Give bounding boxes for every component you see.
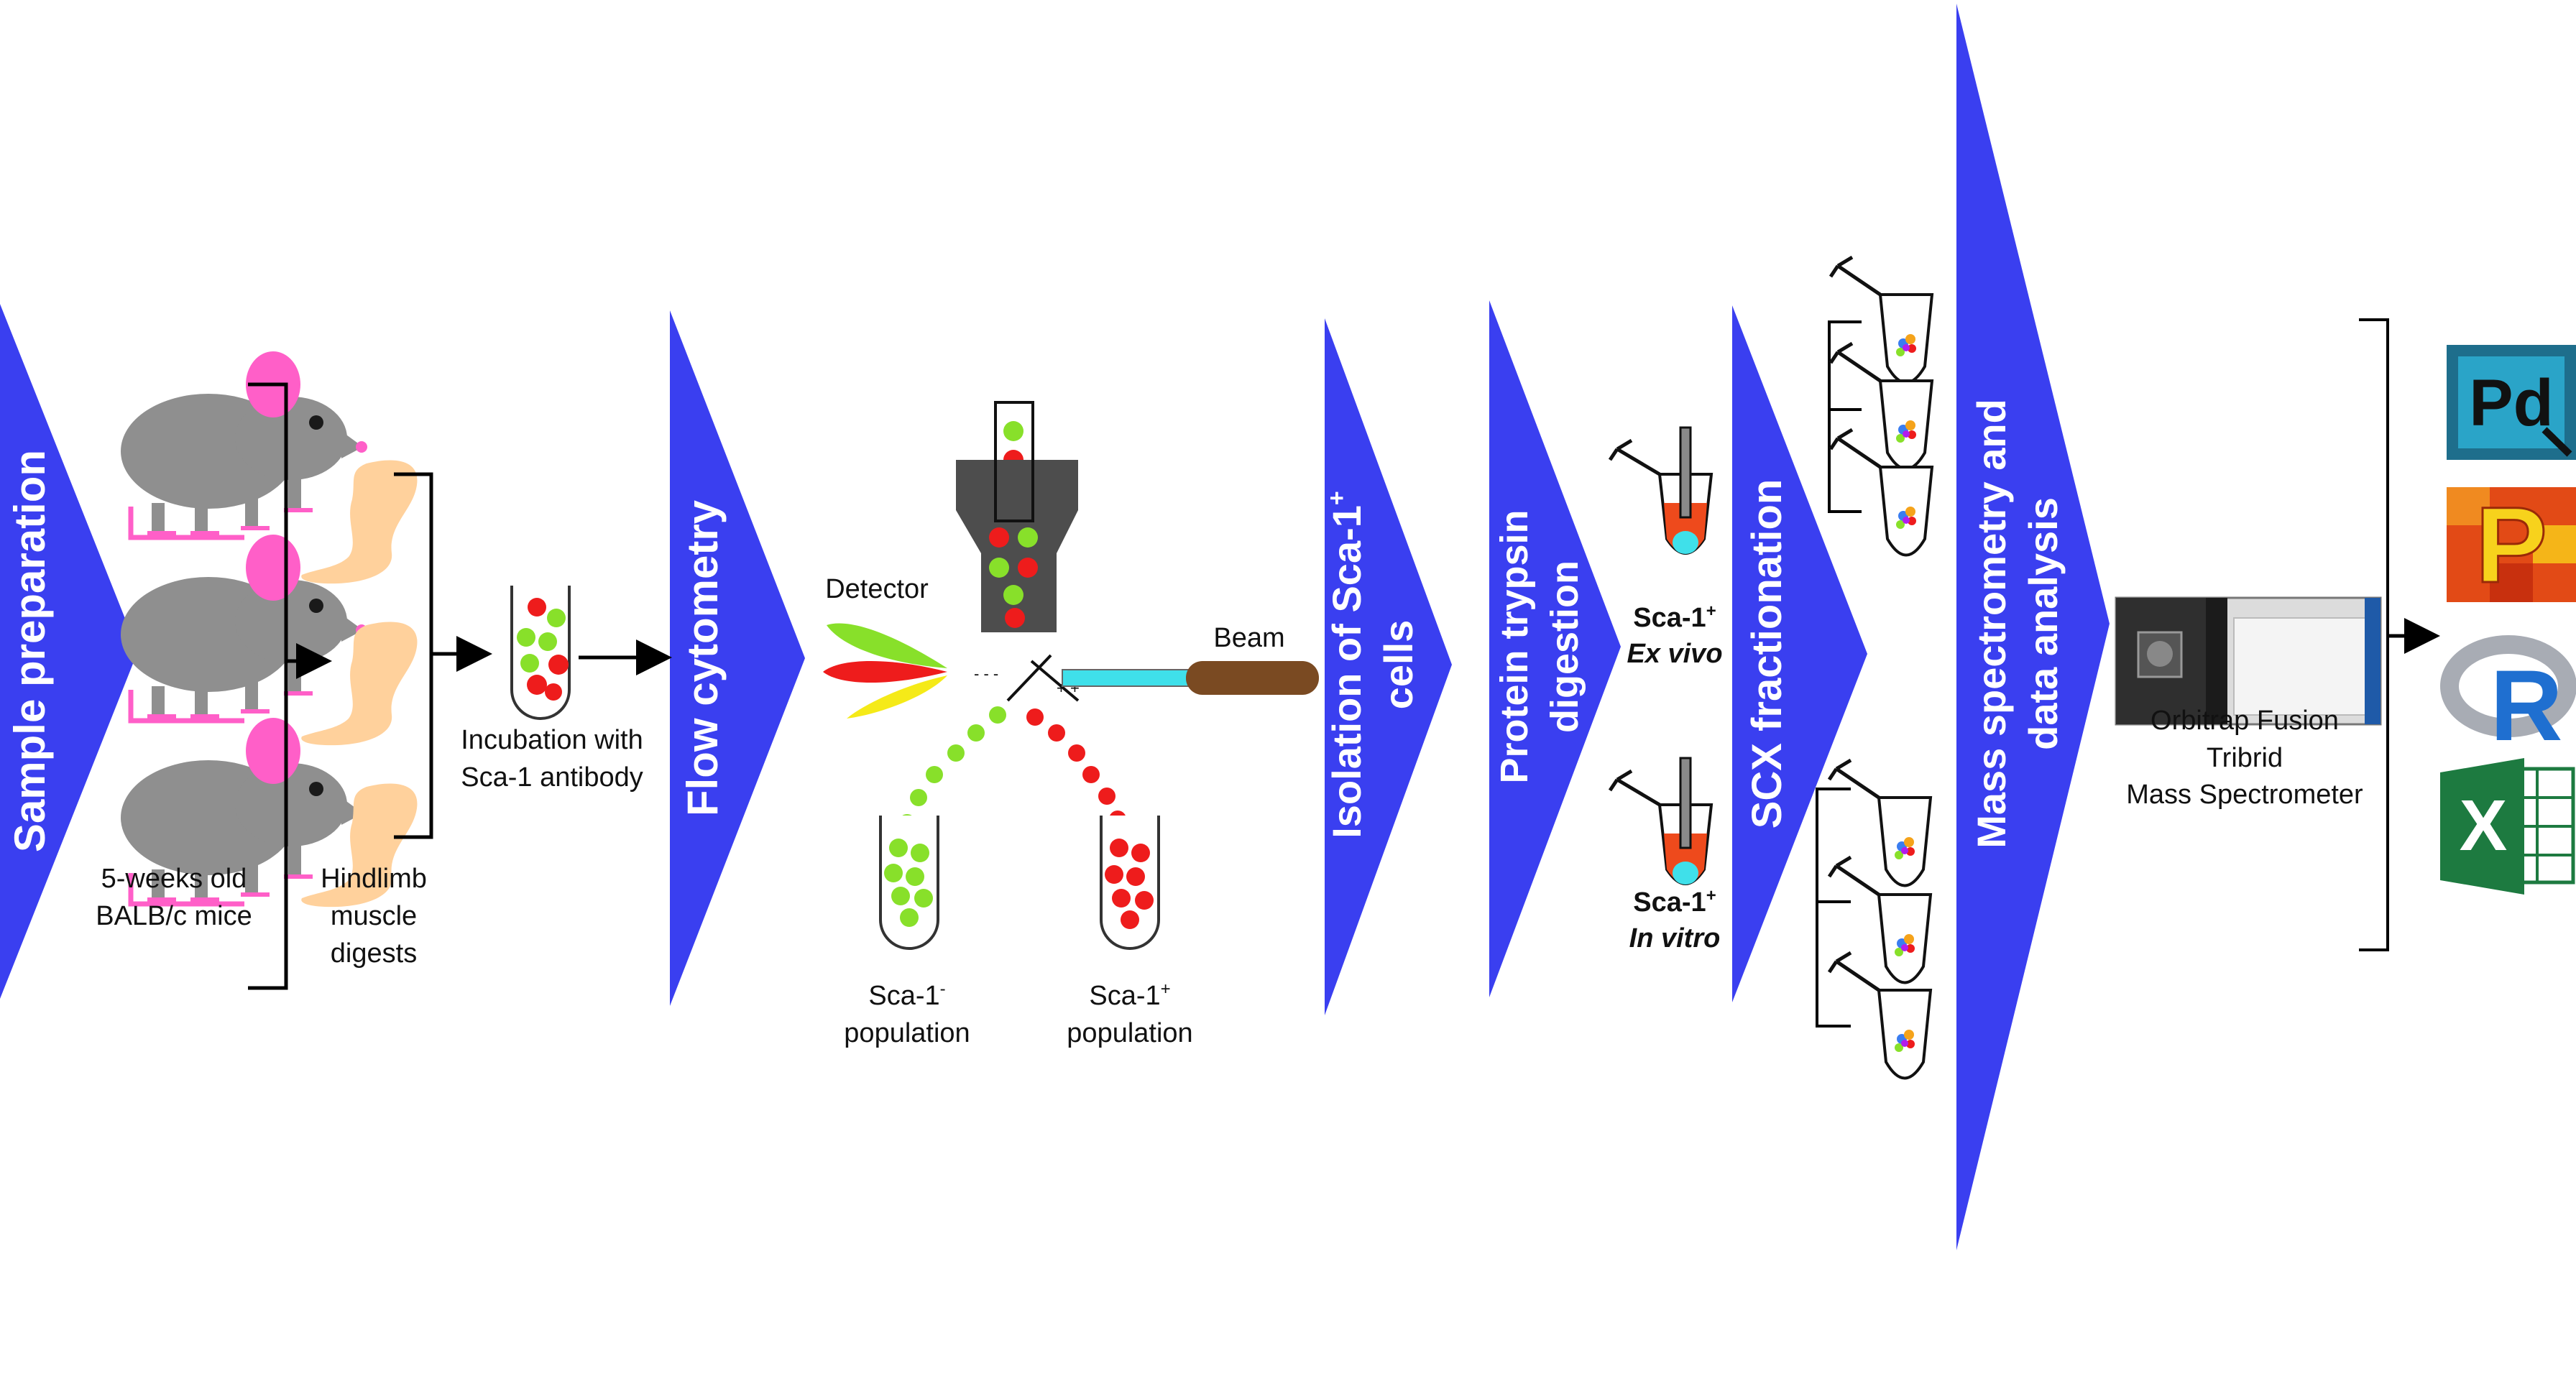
stage-flow-cytometry: Flow cytometry: [670, 310, 805, 1006]
positive-collection-tube: [1100, 814, 1160, 950]
incubation-label: Incubation with: [461, 725, 643, 755]
scx-fractions-top: [1828, 257, 1932, 555]
svg-text:- - -: - - -: [974, 665, 998, 683]
svg-text:Pd: Pd: [2469, 366, 2554, 440]
scx-fractions-bottom: [1816, 760, 1931, 1079]
exvivo-digestion-tube: [1608, 426, 1714, 555]
stage-isolation: Isolation of Sca-1+ cells: [1323, 318, 1452, 1015]
positive-population-label: Sca-1+: [1089, 979, 1170, 1011]
mass-spectrometer-icon: [2115, 596, 2382, 726]
stage-label: SCX fractionation: [1744, 479, 1790, 829]
positive-droplets: [1026, 708, 1126, 828]
muscle-label: Hindlimb: [321, 864, 427, 894]
beam-source: [1186, 661, 1319, 695]
laser-beam: [1062, 669, 1191, 687]
nozzle-body: [956, 460, 1078, 632]
muscle-label: muscle: [331, 901, 417, 931]
muscle-label: digests: [331, 938, 417, 969]
negative-collection-tube: [879, 814, 939, 950]
fraction-tube-icon: [1831, 257, 1932, 383]
mice-label: BALB/c mice: [96, 901, 252, 931]
instrument-label: Orbitrap Fusion: [2150, 706, 2339, 736]
excel-icon: X: [2440, 758, 2575, 895]
deflector-plate: [1006, 654, 1052, 702]
instrument-label: Tribrid: [2207, 743, 2283, 773]
stage-label: Sample preparation: [6, 450, 54, 852]
detector-icon: [823, 623, 947, 719]
detector-label: Detector: [825, 574, 929, 604]
mice-group: [121, 351, 367, 904]
instrument-label: Mass Spectrometer: [2126, 780, 2363, 810]
mice-label: 5-weeks old: [101, 864, 247, 894]
stage-label: Isolation of Sca-1+: [1323, 491, 1369, 839]
stage-label: data analysis: [2020, 497, 2066, 750]
invitro-title: Sca-1+: [1633, 886, 1716, 918]
stage-mass-spectrometry: Mass spectrometry and data analysis: [1956, 4, 2110, 1250]
flow-cytometer: - - - + +: [823, 401, 1319, 950]
mouse-icon: [121, 351, 367, 537]
deflector-plate: [1030, 660, 1080, 702]
invitro-digestion-tube: [1608, 757, 1714, 885]
perseus-icon: P: [2447, 484, 2576, 606]
svg-text:R: R: [2490, 649, 2562, 762]
stage-scx-fractionation: SCX fractionation: [1732, 305, 1867, 1002]
muscle-icon: [301, 460, 418, 584]
mouse-icon: [121, 535, 367, 721]
svg-text:P: P: [2475, 484, 2547, 605]
mice-bracket: [248, 382, 288, 990]
negative-population-label: Sca-1-: [868, 979, 945, 1011]
stage-label: Protein trypsin: [1493, 509, 1536, 783]
fraction-tube-icon: [1829, 760, 1931, 886]
stage-label: Flow cytometry: [678, 499, 727, 816]
svg-text:X: X: [2460, 785, 2508, 866]
stage-trypsin-digestion: Protein trypsin digestion: [1489, 300, 1621, 997]
exvivo-title: Sca-1+: [1633, 601, 1716, 633]
stage-label: cells: [1376, 620, 1421, 710]
stage-label: digestion: [1543, 560, 1586, 733]
invitro-subtitle: In vitro: [1629, 923, 1721, 953]
stage-label: Mass spectrometry and: [1969, 399, 2014, 849]
proteome-discoverer-icon: Pd: [2447, 345, 2576, 460]
incubation-label: Sca-1 antibody: [461, 762, 643, 793]
negative-population-label: population: [844, 1018, 970, 1048]
exvivo-subtitle: Ex vivo: [1627, 639, 1722, 669]
r-language-icon: R: [2440, 635, 2576, 762]
beam-label: Beam: [1213, 623, 1284, 653]
positive-population-label: population: [1067, 1018, 1192, 1048]
stage-sample-preparation: Sample preparation: [0, 304, 138, 999]
incubation-tube: [510, 584, 571, 720]
negative-droplets: [898, 706, 1006, 831]
